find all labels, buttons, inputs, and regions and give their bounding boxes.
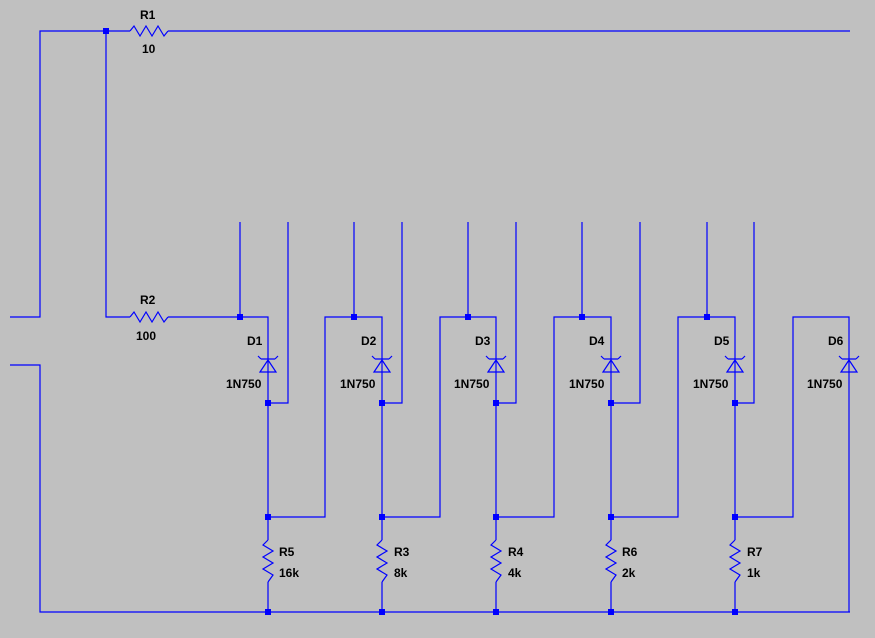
resistor-r7-symbol — [728, 539, 742, 583]
junction-dot — [732, 514, 738, 520]
resistor-r6-value: 2k — [622, 566, 636, 580]
wire-stage-3 — [467, 222, 582, 612]
wire-stage-4 — [581, 222, 707, 612]
resistor-r2-value: 100 — [136, 329, 156, 343]
junction-dot — [608, 609, 614, 615]
diode-d2-symbol — [371, 355, 393, 373]
junction-dot — [493, 400, 499, 406]
resistor-r4-symbol — [489, 539, 503, 583]
resistor-r6-ref: R6 — [622, 545, 638, 559]
resistor-r6-symbol — [604, 539, 618, 583]
junction-dot — [351, 314, 357, 320]
junction-dot — [237, 314, 243, 320]
resistor-r4-ref: R4 — [508, 545, 524, 559]
resistor-r2-ref: R2 — [140, 293, 156, 307]
resistor-r1-symbol — [129, 24, 169, 38]
resistor-r3[interactable]: R3 8k — [375, 539, 410, 583]
junction-dot — [732, 400, 738, 406]
resistor-r2[interactable]: R2 100 — [129, 293, 169, 343]
junction-dot — [608, 514, 614, 520]
diode-d2[interactable]: D2 1N750 — [340, 334, 393, 391]
junction-dot — [704, 314, 710, 320]
diode-d1-model: 1N750 — [226, 377, 262, 391]
resistor-r7[interactable]: R7 1k — [728, 539, 763, 583]
diode-d4[interactable]: D4 1N750 — [569, 334, 622, 391]
diode-d1-symbol — [257, 355, 279, 373]
wire-r2-branch — [105, 31, 240, 318]
wire-stage-2 — [353, 222, 468, 612]
wire-stage-5 — [706, 222, 850, 612]
wire-bottom-rail — [10, 364, 850, 613]
diode-d2-ref: D2 — [361, 334, 377, 348]
junction-dot — [379, 609, 385, 615]
junction-dot — [265, 514, 271, 520]
diode-d5-symbol — [724, 355, 746, 373]
junction-dot — [379, 400, 385, 406]
resistor-r5[interactable]: R5 16k — [261, 539, 299, 583]
wires — [10, 30, 850, 613]
resistor-r5-ref: R5 — [279, 545, 295, 559]
resistor-r3-value: 8k — [394, 566, 408, 580]
diode-d6-ref: D6 — [828, 334, 844, 348]
wire-stage-1 — [239, 222, 354, 612]
junction-dot — [379, 514, 385, 520]
resistor-r6[interactable]: R6 2k — [604, 539, 638, 583]
diode-d3[interactable]: D3 1N750 — [454, 334, 507, 391]
junction-dot — [265, 609, 271, 615]
diode-d4-ref: D4 — [589, 334, 605, 348]
resistor-r7-value: 1k — [747, 566, 761, 580]
resistor-r1-ref: R1 — [140, 8, 156, 22]
junction-dot — [103, 28, 109, 34]
diode-d5-model: 1N750 — [693, 377, 729, 391]
diode-d4-model: 1N750 — [569, 377, 605, 391]
diode-d3-symbol — [485, 355, 507, 373]
resistor-r3-symbol — [375, 539, 389, 583]
diode-d5[interactable]: D5 1N750 — [693, 334, 746, 391]
junction-dot — [732, 609, 738, 615]
resistor-r3-ref: R3 — [394, 545, 410, 559]
diode-d1[interactable]: D1 1N750 — [226, 334, 279, 391]
diode-d5-ref: D5 — [714, 334, 730, 348]
junctions — [103, 28, 738, 615]
resistor-r5-symbol — [261, 539, 275, 583]
resistor-r5-value: 16k — [279, 566, 299, 580]
junction-dot — [465, 314, 471, 320]
diode-d6[interactable]: D6 1N750 — [807, 334, 860, 391]
resistor-r4-value: 4k — [508, 566, 522, 580]
diode-d4-symbol — [600, 355, 622, 373]
diode-d3-model: 1N750 — [454, 377, 490, 391]
resistor-r2-symbol — [129, 310, 169, 324]
junction-dot — [265, 400, 271, 406]
junction-dot — [579, 314, 585, 320]
diode-d6-model: 1N750 — [807, 377, 843, 391]
resistor-r1[interactable]: R1 10 — [129, 8, 169, 56]
resistor-r4[interactable]: R4 4k — [489, 539, 524, 583]
resistor-r7-ref: R7 — [747, 545, 763, 559]
diode-d1-ref: D1 — [247, 334, 263, 348]
resistor-r1-value: 10 — [142, 42, 156, 56]
wire-top-rail — [10, 30, 850, 318]
diode-d2-model: 1N750 — [340, 377, 376, 391]
diode-d3-ref: D3 — [475, 334, 491, 348]
diode-d6-symbol — [838, 355, 860, 373]
junction-dot — [493, 514, 499, 520]
junction-dot — [493, 609, 499, 615]
junction-dot — [608, 400, 614, 406]
